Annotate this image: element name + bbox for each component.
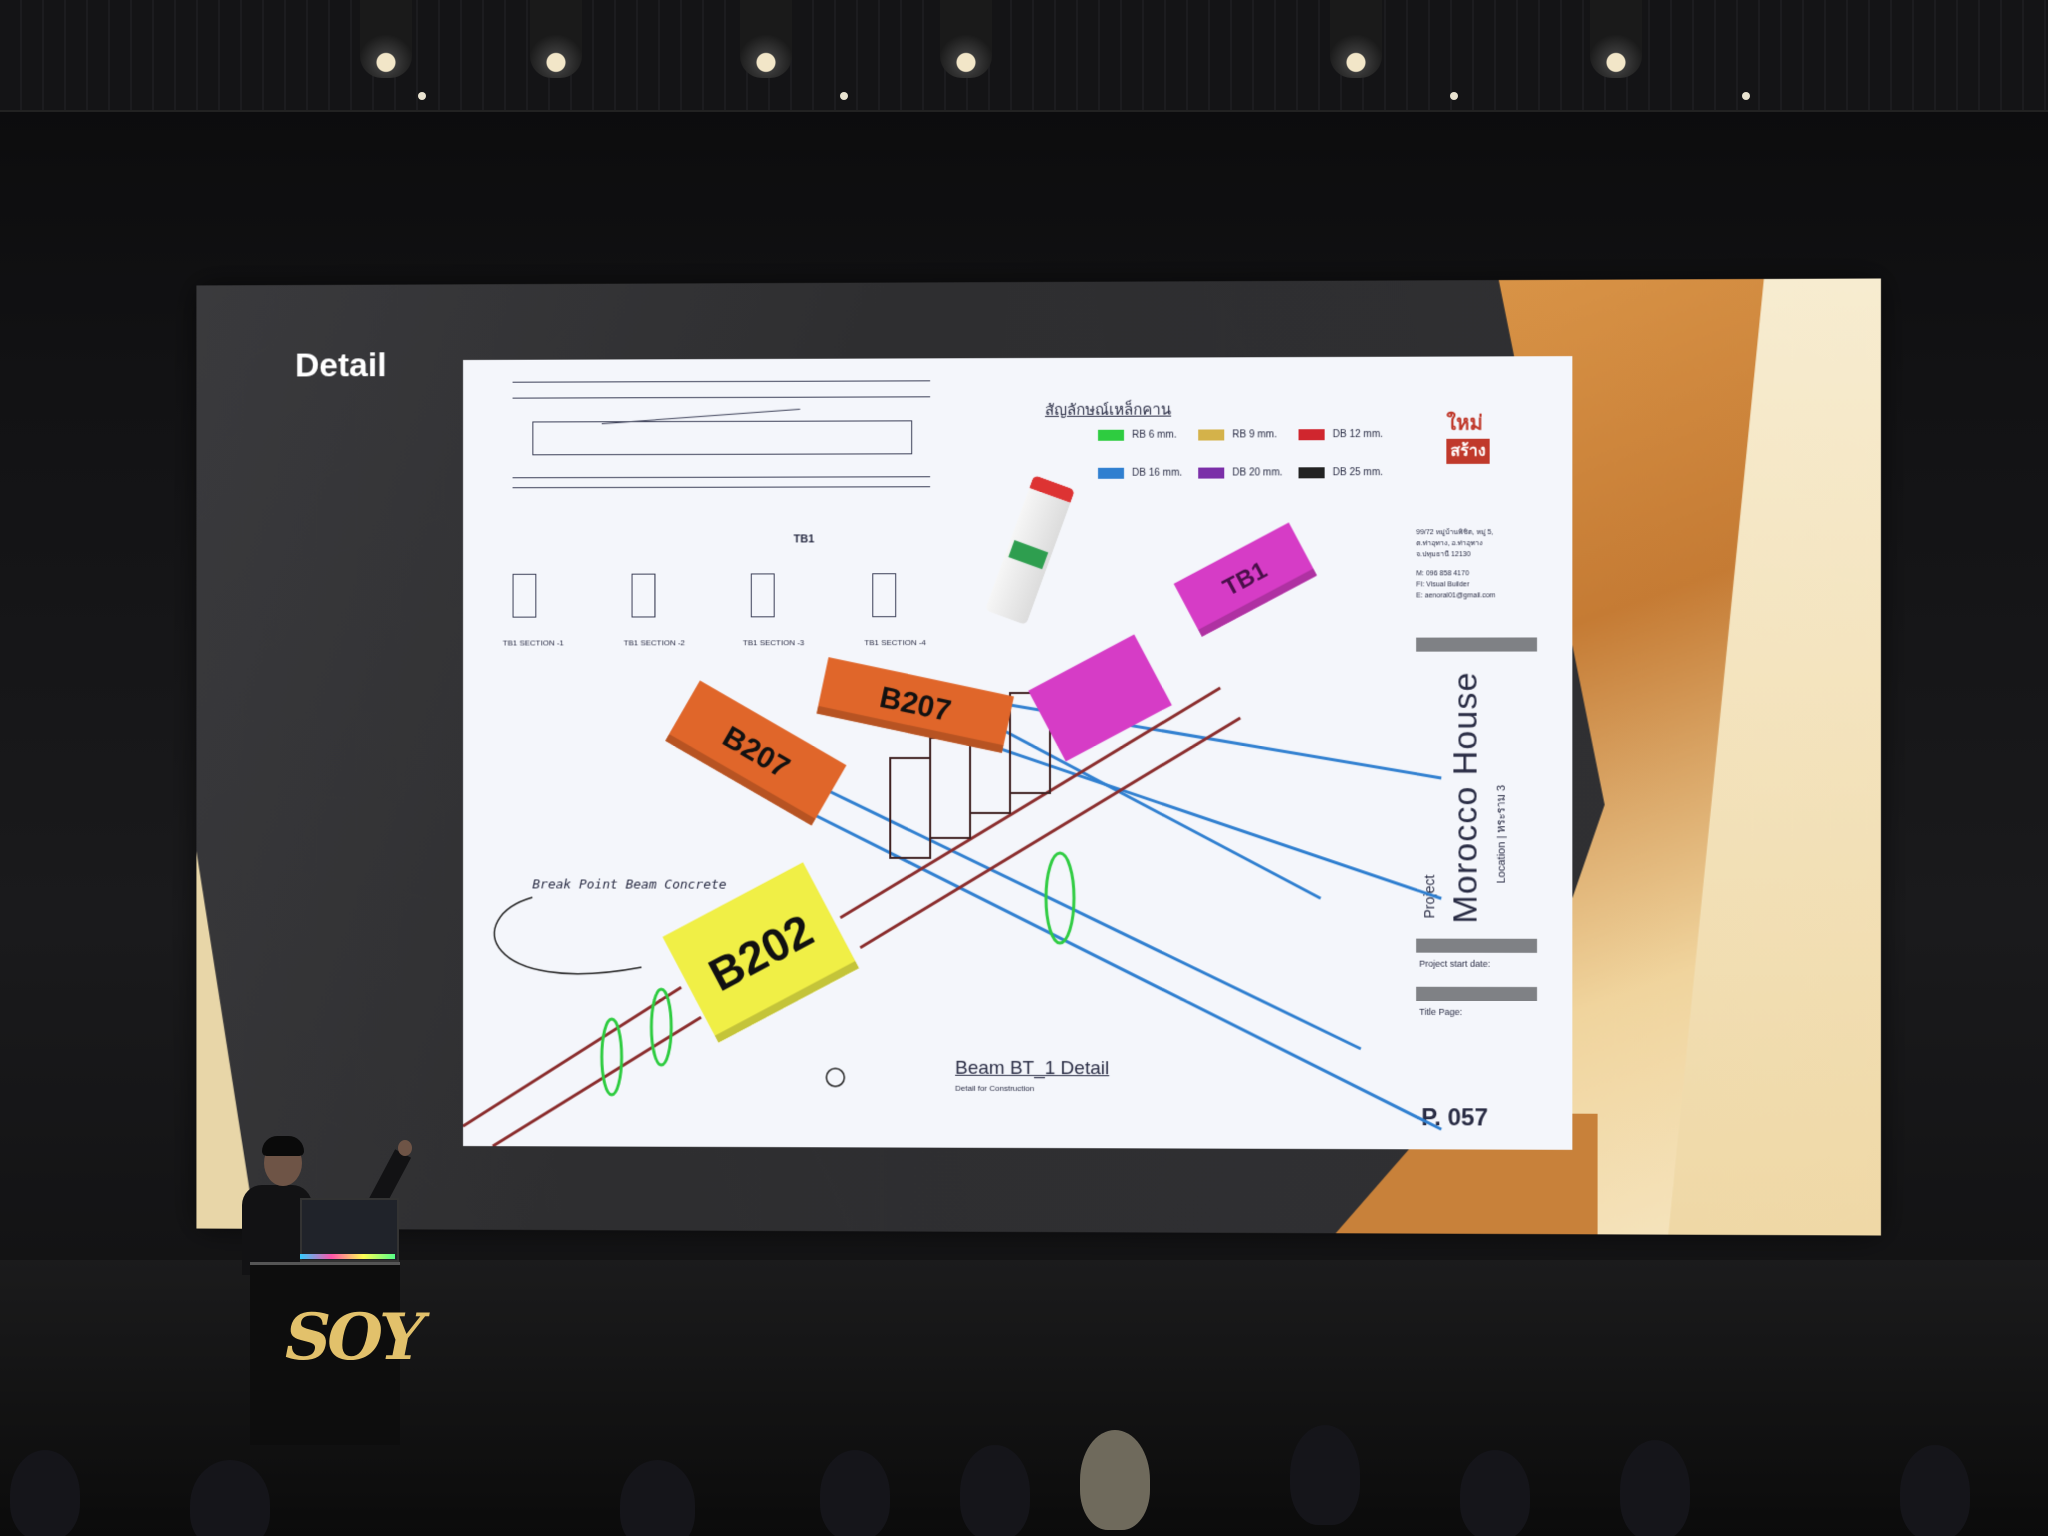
slide-decoration: [196, 851, 255, 1228]
drawing-sheet: TB1 TB1 SECTION -1 TB1 SECTION -2 TB1 SE…: [463, 356, 1573, 1150]
section-marker: [826, 1068, 844, 1086]
audience-head: [1460, 1450, 1530, 1536]
audience-head: [1620, 1440, 1690, 1536]
audience-head: [1900, 1445, 1970, 1536]
audience: [0, 1420, 2048, 1536]
presenter-hand: [398, 1140, 412, 1156]
stirrup: [929, 737, 972, 840]
stage-light: [1590, 0, 1642, 78]
venue-logo: SOY: [285, 1300, 425, 1375]
audience-head: [190, 1460, 270, 1536]
projection-screen: Detail TB1 TB1 SECTION -1 TB1 SECTION -2…: [196, 278, 1881, 1236]
break-point-label: Break Point Beam Concrete: [532, 877, 727, 893]
light-dot: [418, 92, 426, 100]
stirrup: [1044, 851, 1076, 945]
stage-light: [940, 0, 992, 78]
light-dot: [840, 92, 848, 100]
audience-head: [620, 1460, 695, 1536]
beam-detail-subtitle: Detail for Construction: [955, 1083, 1035, 1094]
break-callout: [494, 897, 641, 974]
audience-head: [1290, 1425, 1360, 1525]
rebar-line: [980, 718, 1321, 898]
lighting-truss: [0, 0, 2048, 112]
presenter-hair: [262, 1136, 304, 1156]
rebar-line: [761, 758, 1361, 1049]
podium: [250, 1262, 400, 1445]
tube-label-band: [1008, 540, 1049, 570]
audience-head: [960, 1445, 1030, 1536]
audience-head: [820, 1450, 890, 1536]
slide-title: Detail: [295, 346, 387, 385]
audience-head: [10, 1450, 80, 1536]
beam-detail-title: Beam BT_1 Detail: [955, 1057, 1110, 1080]
stage-light: [530, 0, 582, 78]
audience-head: [1080, 1430, 1150, 1530]
rebar-line: [463, 987, 681, 1127]
laptop: [300, 1198, 399, 1262]
light-dot: [1450, 92, 1458, 100]
stage-light: [360, 0, 412, 78]
rebar-illustration: [463, 356, 1572, 1150]
stirrup: [890, 758, 930, 858]
stage-light: [1330, 0, 1382, 78]
stage-light: [740, 0, 792, 78]
laptop-rgb-glow: [300, 1254, 395, 1259]
light-dot: [1742, 92, 1750, 100]
